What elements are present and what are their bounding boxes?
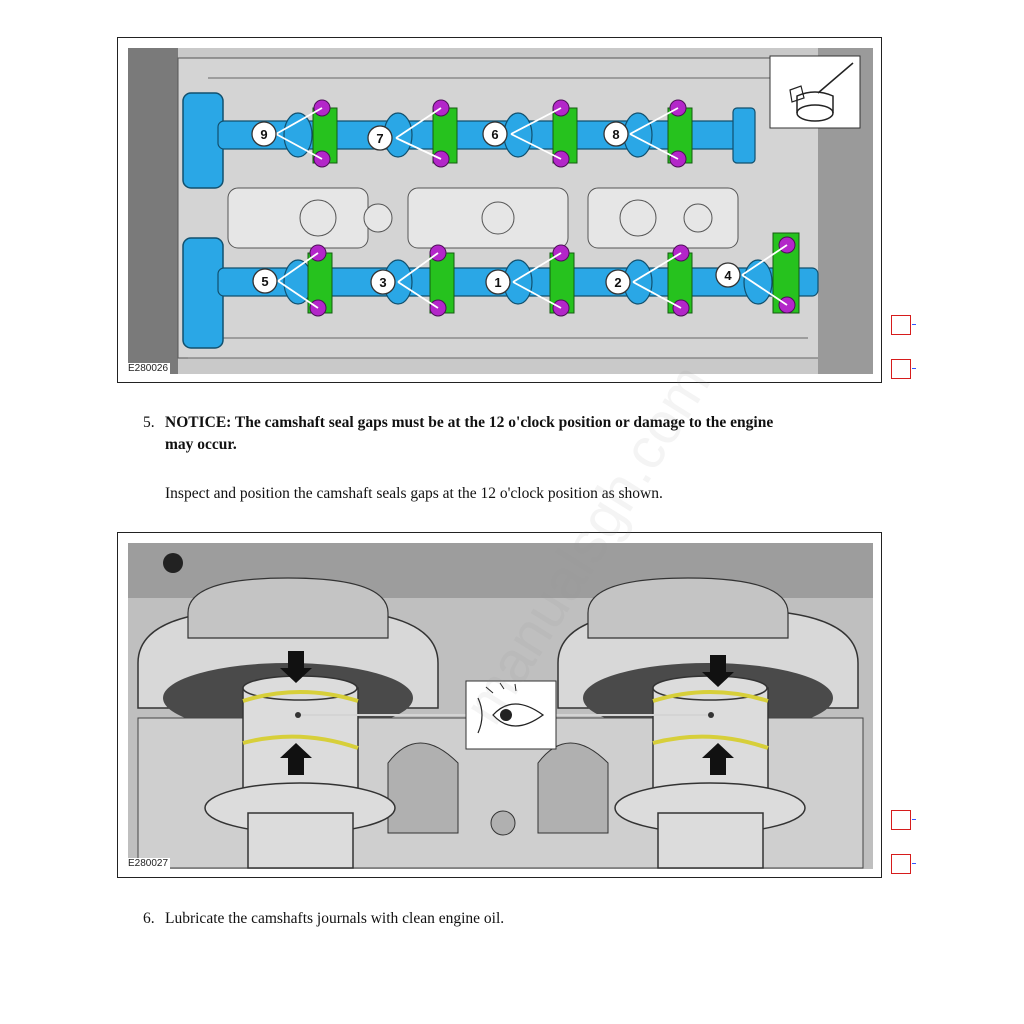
- callout-9: 9: [260, 127, 267, 142]
- step-5: 5. NOTICE: The camshaft seal gaps must b…: [143, 412, 903, 462]
- callout-8: 8: [612, 127, 619, 142]
- review-marker[interactable]: [891, 810, 911, 830]
- oil-can-icon: [769, 55, 861, 129]
- callout-2: 2: [614, 275, 621, 290]
- figure-id-label: E280027: [126, 858, 171, 869]
- callout-7: 7: [376, 131, 383, 146]
- callout-4: 4: [724, 268, 732, 283]
- step-number: 6.: [143, 910, 155, 927]
- callout-5: 5: [261, 274, 268, 289]
- step-6: 6. Lubricate the camshafts journals with…: [143, 908, 903, 932]
- step-5-instruction: Inspect and position the camshaft seals …: [165, 485, 663, 502]
- callout-6: 6: [491, 127, 498, 142]
- marker-tick: [912, 819, 916, 820]
- camshaft-seals-illustration: [128, 543, 873, 869]
- marker-tick: [912, 863, 916, 864]
- review-marker[interactable]: [891, 315, 911, 335]
- step-number: 5.: [143, 414, 155, 431]
- figure-id-label: E280026: [126, 363, 171, 374]
- figure-camshaft-caps: 9 7 6 8 5 3 1 2 4 E280026: [117, 37, 882, 383]
- camshaft-caps-illustration: 9 7 6 8 5 3 1 2 4: [128, 48, 873, 374]
- eye-icon: [465, 680, 557, 750]
- review-marker[interactable]: [891, 359, 911, 379]
- callout-1: 1: [494, 275, 501, 290]
- notice-line-1: NOTICE: The camshaft seal gaps must be a…: [165, 414, 774, 431]
- review-marker[interactable]: [891, 854, 911, 874]
- step-6-text: Lubricate the camshafts journals with cl…: [165, 910, 505, 927]
- figure-camshaft-seals: E280027: [117, 532, 882, 878]
- marker-tick: [912, 368, 916, 369]
- marker-tick: [912, 324, 916, 325]
- notice-line-2: may occur.: [165, 436, 237, 453]
- callout-3: 3: [379, 275, 386, 290]
